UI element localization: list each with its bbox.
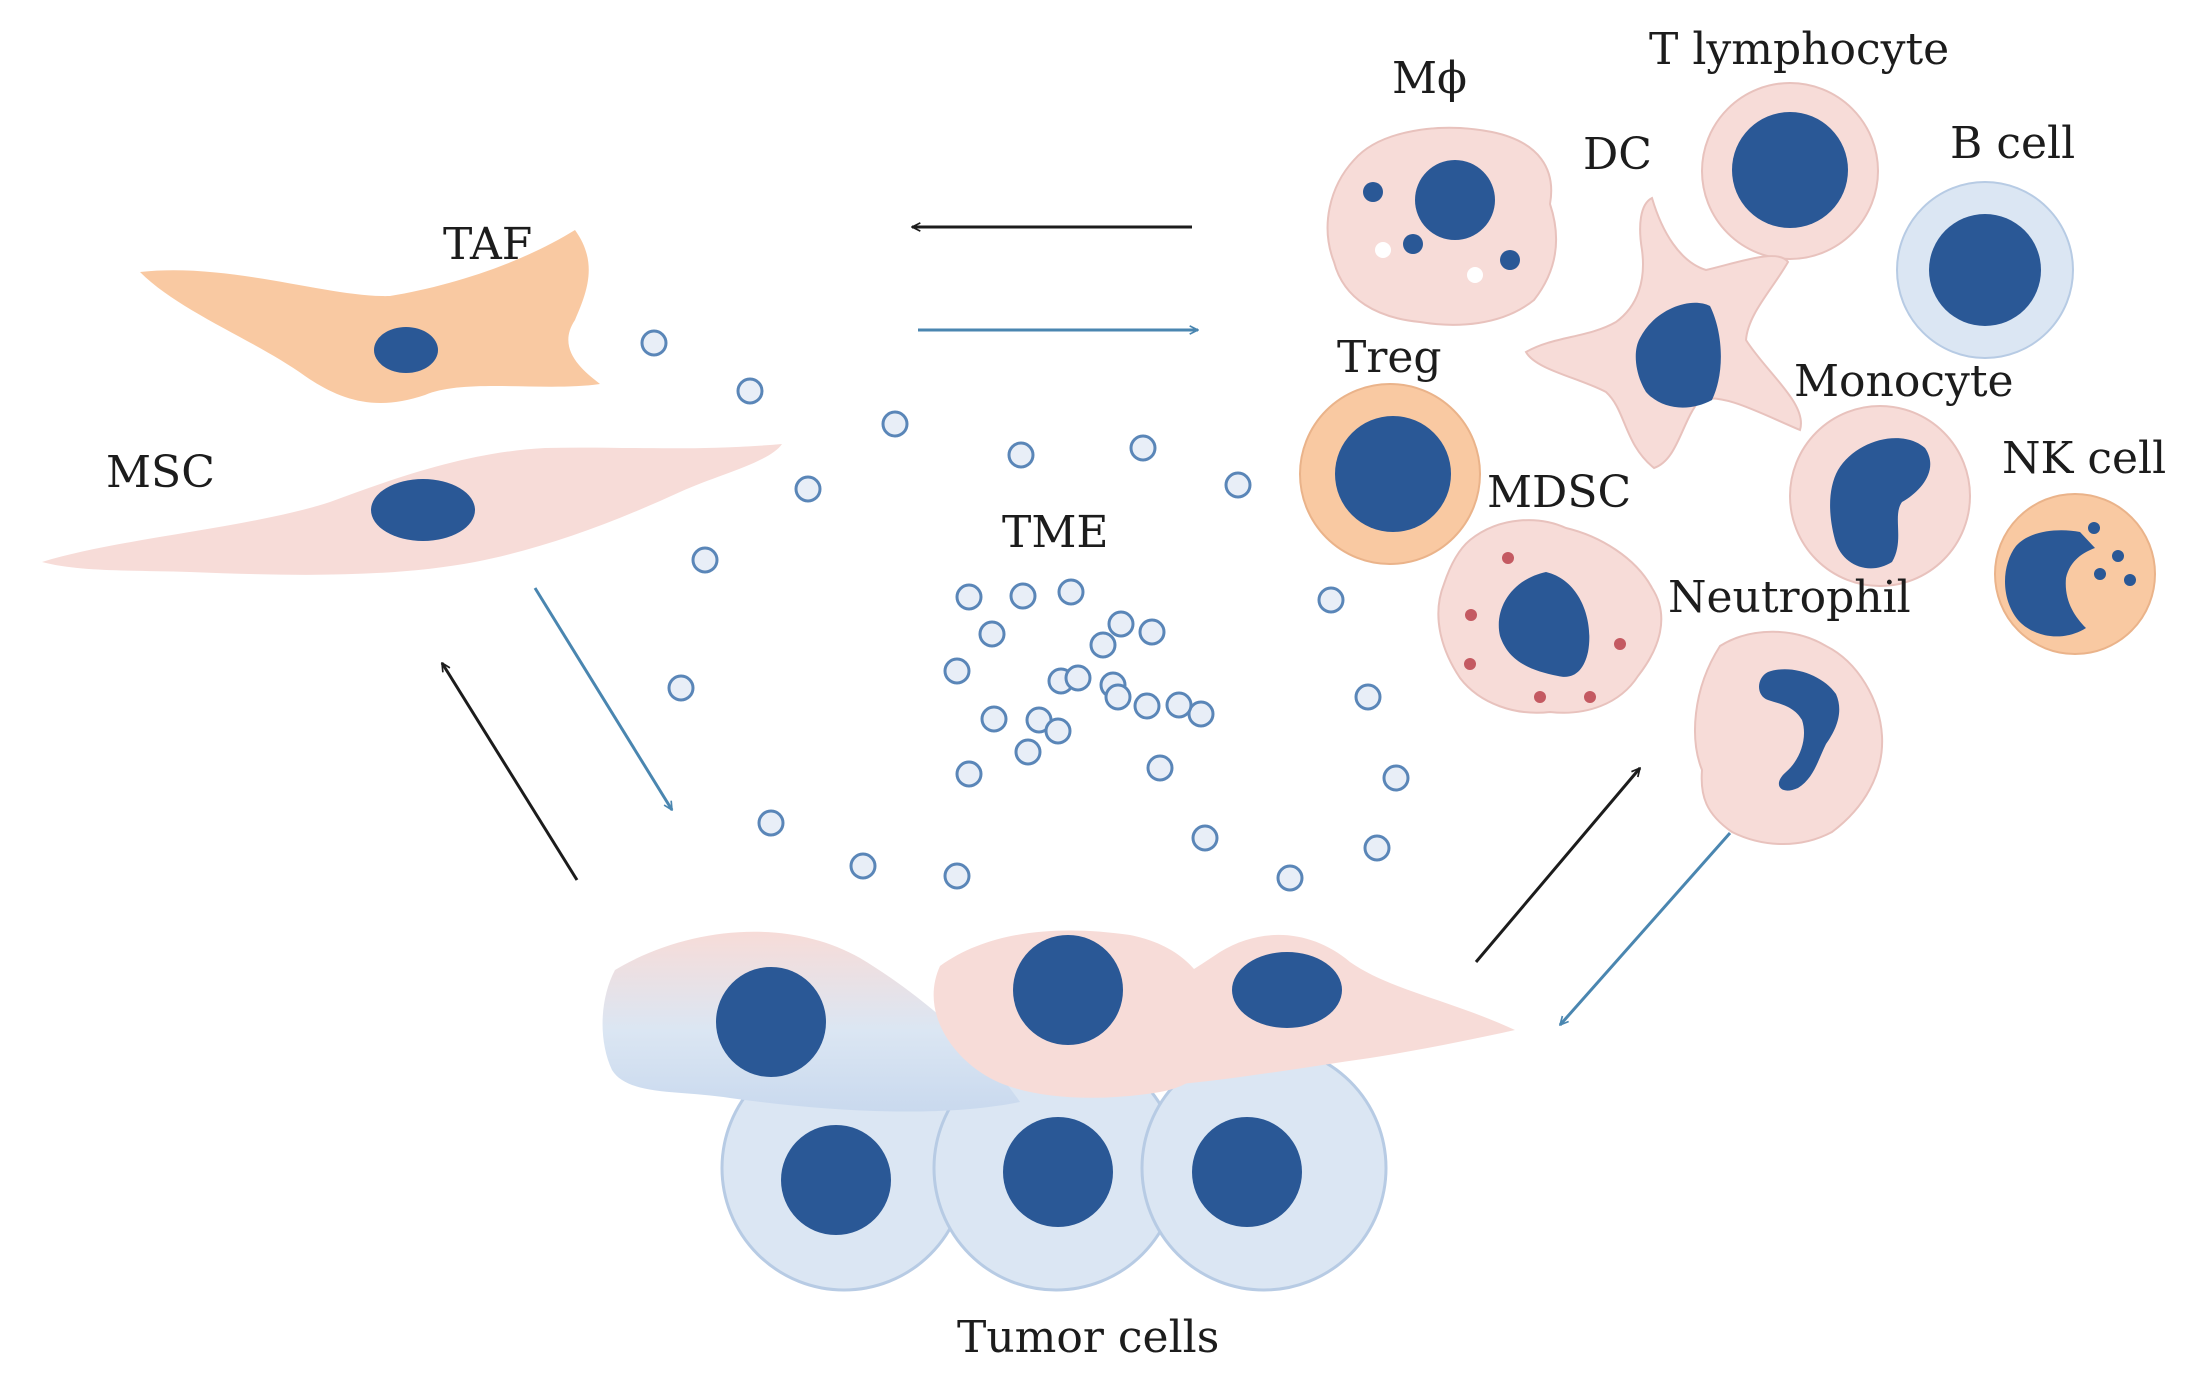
cytokine-dot	[1354, 683, 1382, 711]
label-nk-cell: NK cell	[2002, 433, 2167, 484]
cytokine-dot	[1187, 700, 1215, 728]
tumor-nucleus	[1003, 1117, 1113, 1227]
neutrophil-cell	[1694, 630, 1884, 846]
label-neutrophil: Neutrophil	[1668, 572, 1911, 623]
cytokine-dot	[1133, 692, 1161, 720]
label-mdsc: MDSC	[1487, 467, 1632, 518]
label-taf: TAF	[443, 219, 533, 270]
nk-cell	[1994, 493, 2156, 655]
macrophage-cell	[1326, 126, 1558, 326]
cytokine-dot	[1317, 586, 1345, 614]
arrow-immune-to-tumor	[1560, 832, 1732, 1025]
tumor-cells-cluster	[602, 930, 1515, 1292]
treg-cell	[1299, 383, 1481, 565]
tumor-nucleus	[1013, 935, 1123, 1045]
taf-nucleus	[374, 327, 438, 373]
label-b-cell: B cell	[1950, 118, 2076, 169]
cytokine-dot	[1382, 764, 1410, 792]
cytokine-dot	[1057, 578, 1085, 606]
label-tumor-cells: Tumor cells	[957, 1312, 1220, 1363]
cytokine-dot	[1007, 441, 1035, 469]
label-tme: TME	[1002, 507, 1109, 558]
label-macrophage: Mϕ	[1392, 53, 1468, 104]
cytokine-dot	[667, 674, 695, 702]
arrow-tumor-to-immune	[1474, 768, 1640, 963]
cytokine-dot	[1009, 582, 1037, 610]
label-dc: DC	[1583, 129, 1652, 180]
msc-cell	[42, 444, 782, 575]
label-treg: Treg	[1337, 332, 1442, 383]
cytokine-dot	[1104, 683, 1132, 711]
msc-nucleus	[371, 479, 475, 541]
cytokine-dot	[980, 705, 1008, 733]
tumor-nucleus	[1232, 952, 1342, 1028]
dc-cell	[1524, 196, 1802, 470]
cytokine-dot	[1363, 834, 1391, 862]
cytokine-dot	[955, 760, 983, 788]
cytokine-dot	[1165, 691, 1193, 719]
label-t-lymphocyte: T lymphocyte	[1649, 24, 1950, 75]
tumor-nucleus	[716, 967, 826, 1077]
cytokine-dot	[794, 475, 822, 503]
cytokine-dot	[1191, 824, 1219, 852]
cytokine-dot	[1107, 610, 1135, 638]
taf-cell	[140, 230, 600, 403]
t-lymphocyte-cell	[1701, 82, 1879, 260]
cytokine-dot	[640, 329, 668, 357]
cytokine-dot	[881, 410, 909, 438]
tumor-nucleus	[1192, 1117, 1302, 1227]
arrow-msc-to-tumor	[533, 587, 674, 810]
cytokine-dot	[757, 809, 785, 837]
cytokine-dot	[1014, 738, 1042, 766]
cytokine-dot	[849, 852, 877, 880]
monocyte-cell	[1789, 405, 1971, 587]
cytokine-dot	[1146, 754, 1174, 782]
cytokine-dot	[1138, 618, 1166, 646]
cytokine-dot	[1089, 631, 1117, 659]
cytokine-dot	[1276, 864, 1304, 892]
b-cell	[1896, 181, 2074, 359]
arrow-tumor-to-msc	[440, 663, 579, 881]
label-msc: MSC	[106, 447, 215, 498]
tumor-nucleus	[781, 1125, 891, 1235]
cytokine-particles	[640, 329, 1410, 892]
cytokine-dot	[955, 583, 983, 611]
label-monocyte: Monocyte	[1794, 356, 2014, 407]
cytokine-dot	[1044, 717, 1072, 745]
mdsc-cell	[1437, 519, 1663, 714]
cytokine-dot	[736, 377, 764, 405]
cytokine-dot	[1129, 434, 1157, 462]
cytokine-dot	[1064, 664, 1092, 692]
cytokine-dot	[978, 620, 1006, 648]
cytokine-dot	[1224, 471, 1252, 499]
cytokine-dot	[943, 862, 971, 890]
cytokine-dot	[943, 657, 971, 685]
cytokine-dot	[691, 546, 719, 574]
